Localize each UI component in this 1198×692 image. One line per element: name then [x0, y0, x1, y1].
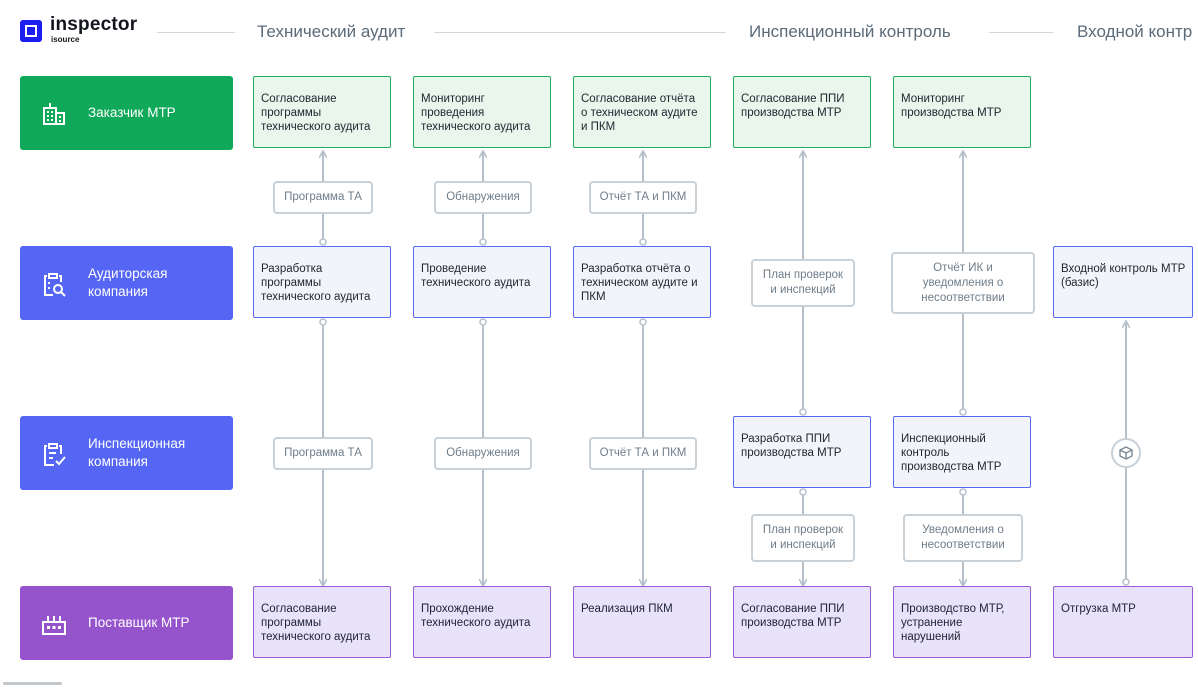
phase-inspection-control: Инспекционный контроль	[749, 22, 951, 41]
logo-name: inspector	[50, 14, 138, 35]
task-customer-approve-audit-program: Согласование программы технического ауди…	[253, 76, 391, 148]
building-icon	[43, 103, 65, 125]
role-customer: Заказчик МТР	[20, 76, 233, 150]
connector-dot	[479, 318, 487, 326]
logo-subtitle: isource	[51, 35, 80, 44]
connector-dot	[639, 318, 647, 326]
horizontal-scrollbar[interactable]	[3, 682, 62, 685]
task-supplier-approve-program: Согласование программы технического ауди…	[253, 586, 391, 658]
flow-label-inspection-plan: План проверок и инспекций	[751, 259, 855, 307]
connector-dot	[799, 408, 807, 416]
role-label: Аудиторская компания	[88, 266, 168, 299]
task-auditor-incoming-control: Входной контроль МТР (базис)	[1053, 246, 1193, 318]
task-supplier-shipment: Отгрузка МТР	[1053, 586, 1193, 658]
connector-dot	[319, 318, 327, 326]
connector-dot	[959, 488, 967, 496]
phase-divider	[157, 32, 235, 33]
flow-label-findings: Обнаружения	[434, 437, 532, 470]
factory-icon	[42, 616, 66, 635]
task-supplier-approve-ppi: Согласование ППИ производства МТР	[733, 586, 871, 658]
phase-incoming-control: Входной контр	[1077, 22, 1193, 41]
audit-search-icon	[44, 273, 66, 297]
flow-label-report-pkm: Отчёт ТА и ПКМ	[589, 437, 697, 470]
task-supplier-production: Производство МТР, устранение нарушений	[893, 586, 1031, 658]
task-customer-monitor-production: Мониторинг производства МТР	[893, 76, 1031, 148]
inspection-check-icon	[44, 443, 66, 466]
connector-dot	[639, 238, 647, 246]
flow-label-inspection-plan: План проверок и инспекций	[751, 514, 855, 562]
logo-mark-icon	[20, 20, 42, 42]
role-supplier: Поставщик МТР	[20, 586, 233, 660]
connector-dot	[319, 238, 327, 246]
flow-label-report-pkm: Отчёт ТА и ПКМ	[589, 181, 697, 214]
role-label: Заказчик МТР	[88, 105, 176, 120]
phase-divider	[434, 32, 726, 33]
task-supplier-pass-audit: Прохождение технического аудита	[413, 586, 551, 658]
flow-label-findings: Обнаружения	[434, 181, 532, 214]
flow-label-notices: Уведомления о несоответствии	[903, 514, 1023, 562]
task-inspector-develop-ppi: Разработка ППИ производства МТР	[733, 416, 871, 488]
task-customer-monitor-audit: Мониторинг проведения технического аудит…	[413, 76, 551, 148]
task-customer-approve-report: Согласование отчёта о техническом аудите…	[573, 76, 711, 148]
flow-label-ta-program: Программа ТА	[273, 181, 373, 214]
flow-label-ta-program: Программа ТА	[273, 437, 373, 470]
task-auditor-develop-report: Разработка отчёта о техническом аудите и…	[573, 246, 711, 318]
task-supplier-implement-pkm: Реализация ПКМ	[573, 586, 711, 658]
task-inspector-inspection-control: Инспекционный контроль производства МТР	[893, 416, 1031, 488]
flow-label-ik-report: Отчёт ИК и уведомления о несоответствии	[891, 252, 1035, 314]
connector-dot	[1122, 578, 1130, 586]
role-audit-company: Аудиторская компания	[20, 246, 233, 320]
task-customer-approve-ppi: Согласование ППИ производства МТР	[733, 76, 871, 148]
phase-technical-audit: Технический аудит	[257, 22, 406, 41]
phase-divider	[989, 32, 1053, 33]
connector-dot	[959, 408, 967, 416]
connector-dot	[479, 238, 487, 246]
task-auditor-conduct-audit: Проведение технического аудита	[413, 246, 551, 318]
connector-dot	[799, 488, 807, 496]
task-auditor-develop-program: Разработка программы технического аудита	[253, 246, 391, 318]
role-label: Инспекционная компания	[88, 436, 186, 469]
role-inspection-company: Инспекционная компания	[20, 416, 233, 490]
role-label: Поставщик МТР	[88, 615, 190, 630]
package-icon	[1111, 438, 1141, 468]
